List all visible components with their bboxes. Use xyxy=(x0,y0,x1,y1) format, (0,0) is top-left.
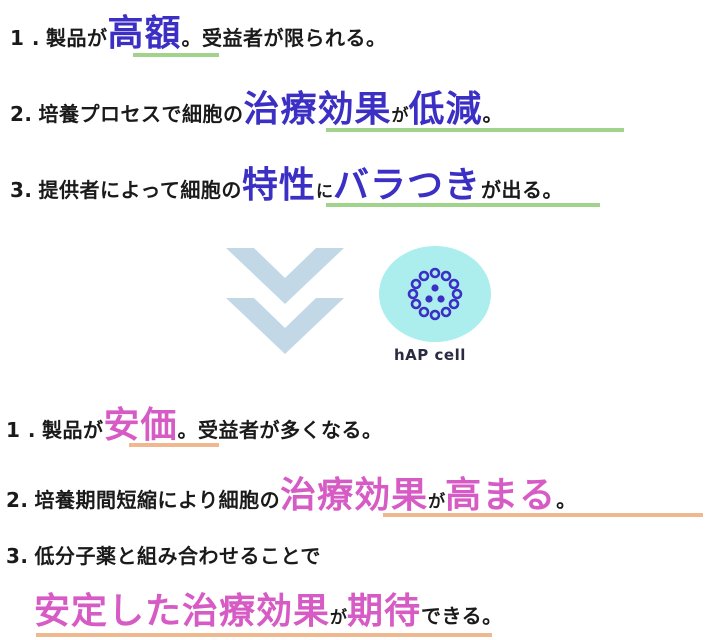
highlight-text: 低減 xyxy=(408,89,483,130)
item-text-post: が出る。 xyxy=(480,178,563,202)
underline xyxy=(133,53,219,57)
before-item-3: 3. 提供者によって細胞の 特性 に バラつき が出る。 xyxy=(10,156,563,208)
item-number: 3. xyxy=(6,544,29,568)
item-text-pre: 培養プロセスで細胞の xyxy=(38,102,244,126)
item-text-mid: が xyxy=(428,492,446,512)
highlight-text: 特性 xyxy=(241,165,316,206)
item-number: 1 . xyxy=(10,26,40,50)
item-text-post: 。 xyxy=(556,488,577,512)
highlight-text: 高まる xyxy=(445,475,557,516)
highlight-text: バラつき xyxy=(332,165,481,206)
underline xyxy=(36,633,492,637)
before-item-2: 2. 培養プロセスで細胞の 治療効果 が 低減 。 xyxy=(10,80,503,132)
highlight-text: 治療効果 xyxy=(280,475,429,516)
item-number: 2. xyxy=(10,102,33,126)
item-number: 1 . xyxy=(6,418,36,442)
double-chevron-down-icon xyxy=(226,248,344,354)
before-item-1: 1 . 製品が 高額 。受益者が限られる。 xyxy=(10,4,387,56)
underline xyxy=(383,513,703,517)
item-text-post: 。 xyxy=(482,102,504,126)
item-text-pre: 製品が xyxy=(45,26,108,50)
after-item-3: 3. 低分子薬と組み合わせることで xyxy=(6,540,321,569)
highlight-text: 治療効果 xyxy=(243,89,392,130)
highlight-text: 安定した治療効果 xyxy=(34,591,331,632)
underline xyxy=(326,128,624,132)
item-text-post: 。受益者が多くなる。 xyxy=(177,418,383,442)
item-number: 2. xyxy=(6,488,29,512)
item-text-pre: 培養期間短縮により細胞の xyxy=(34,488,281,512)
item-text-pre: 提供者によって細胞の xyxy=(38,178,242,202)
after-item-3-line-2: 安定した治療効果 が 期待 できる。 xyxy=(34,582,503,634)
underline xyxy=(129,443,219,447)
after-item-2: 2. 培養期間短縮により細胞の 治療効果 が 高まる 。 xyxy=(6,466,577,518)
item-text-post: 。受益者が限られる。 xyxy=(181,26,387,50)
item-text-pre: 製品が xyxy=(41,418,104,442)
item-text-post: できる。 xyxy=(421,604,503,628)
highlight-text: 高額 xyxy=(107,13,182,54)
highlight-text: 安価 xyxy=(103,405,178,446)
underline xyxy=(326,203,600,207)
cell-label: hAP cell xyxy=(394,346,466,364)
highlight-text: 期待 xyxy=(347,591,422,632)
item-text-pre: 低分子薬と組み合わせることで xyxy=(34,544,321,568)
item-text-mid: が xyxy=(391,106,409,126)
hap-cell-icon xyxy=(379,246,491,342)
item-number: 3. xyxy=(10,178,33,202)
item-text-mid: に xyxy=(315,182,333,202)
after-item-1: 1 . 製品が 安価 。受益者が多くなる。 xyxy=(6,396,383,448)
item-text-mid: が xyxy=(330,608,348,628)
